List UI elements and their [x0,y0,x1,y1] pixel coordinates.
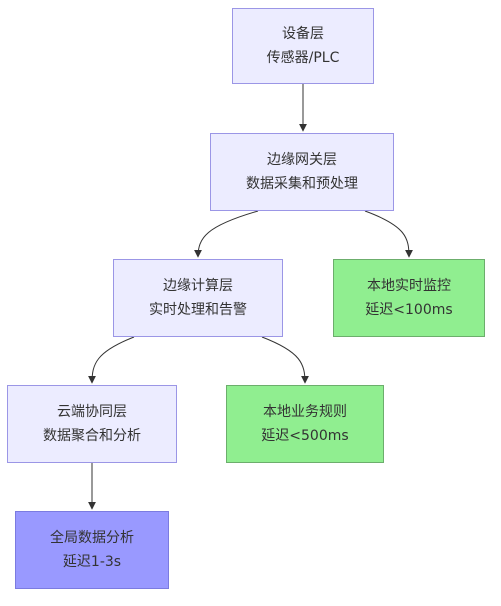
node-global-analysis: 全局数据分析 延迟1-3s [15,511,169,589]
node-local-rules-title: 本地业务规则 [263,404,347,420]
node-edge-compute-detail: 实时处理和告警 [149,302,247,318]
edge-edge-compute-to-local-rules [261,336,309,384]
edge-edge-compute-to-cloud [88,336,135,384]
node-local-rules-detail: 延迟<500ms [261,428,349,444]
edge-edge-gateway-to-local-monitor [364,210,413,258]
node-local-rules: 本地业务规则 延迟<500ms [226,385,384,463]
node-edge-gateway-detail: 数据采集和预处理 [246,176,358,192]
node-cloud-title: 云端协同层 [57,404,127,420]
edge-edge-gateway-to-edge-compute [194,210,259,258]
node-edge-compute-layer: 边缘计算层 实时处理和告警 [113,259,283,337]
node-local-monitor-title: 本地实时监控 [367,278,451,294]
node-edge-gateway-title: 边缘网关层 [267,152,337,168]
node-local-monitor-detail: 延迟<100ms [365,302,453,318]
node-cloud-detail: 数据聚合和分析 [43,428,141,444]
node-global-analysis-title: 全局数据分析 [50,530,134,546]
node-device-title: 设备层 [282,26,324,42]
node-edge-gateway-layer: 边缘网关层 数据采集和预处理 [210,133,394,211]
node-edge-compute-title: 边缘计算层 [163,278,233,294]
node-local-monitor: 本地实时监控 延迟<100ms [333,259,485,337]
node-device-layer: 设备层 传感器/PLC [232,8,374,84]
node-device-detail: 传感器/PLC [266,50,340,66]
node-cloud-layer: 云端协同层 数据聚合和分析 [7,385,177,463]
node-global-analysis-detail: 延迟1-3s [62,554,122,570]
